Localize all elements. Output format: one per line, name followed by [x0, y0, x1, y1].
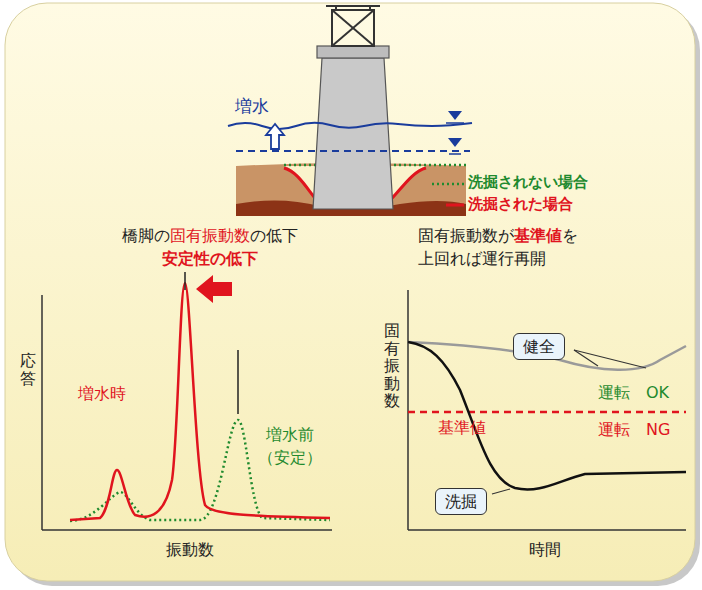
- chart-title: を: [562, 226, 578, 245]
- response-chart: [42, 272, 332, 530]
- callout-box: 健全: [513, 333, 565, 360]
- legend-sample-solid: [446, 204, 464, 207]
- water-rise-label: 増水: [235, 96, 269, 116]
- axis-label: 振動数: [166, 540, 214, 559]
- water-rise-label: 増水: [235, 96, 269, 116]
- callout-box: 洗掘: [435, 488, 487, 515]
- curve-label: 増水前: [266, 425, 314, 444]
- curve-label: （安定）: [258, 448, 322, 467]
- threshold-label: 基準値: [438, 418, 486, 437]
- chart-title: 安定性の低下: [162, 249, 258, 268]
- chart-title: 橋脚の固有振動数の低下: [122, 226, 298, 245]
- status-label: NG: [646, 420, 670, 439]
- status-label: 運転: [598, 383, 630, 402]
- chart-title: 基準値: [514, 226, 562, 245]
- bridge-pier: [313, 6, 393, 209]
- legend-text: 洗掘されない場合: [468, 173, 588, 191]
- chart-title: 安定性の低下: [162, 249, 258, 268]
- chart-title: 固有振動数: [170, 226, 250, 245]
- legend-sample-dotted: [432, 183, 464, 186]
- chart-title: 上回れば運行再開: [418, 249, 546, 268]
- threshold-label: 基準値: [438, 418, 486, 437]
- curve-label: （安定）: [258, 448, 322, 467]
- callout-text: 洗掘: [445, 492, 477, 511]
- legend-entry: 洗掘されない場合: [468, 173, 588, 191]
- status-label: 運転 NG: [598, 420, 670, 439]
- axis-label: 時間: [529, 540, 561, 559]
- legend-text: 洗掘された場合: [468, 195, 573, 213]
- chart-title: の低下: [250, 226, 298, 245]
- water-levels: [228, 111, 472, 154]
- axis-label: 時間: [529, 540, 561, 559]
- status-label: OK: [646, 383, 669, 402]
- curve-label: 増水時: [78, 384, 126, 403]
- axis-label: 応答: [20, 352, 36, 387]
- status-label: 運転: [598, 420, 630, 439]
- axis-label: 振動数: [166, 540, 214, 559]
- chart-title: 固有振動数が基準値を: [418, 226, 578, 245]
- chart-title: 固有振動数が: [418, 226, 514, 245]
- chart-title: 上回れば運行再開: [418, 249, 546, 268]
- status-label: 運転 OK: [598, 383, 669, 402]
- legend-entry: 洗掘された場合: [468, 195, 573, 213]
- frequency-time-chart: [408, 290, 686, 530]
- curve-label: 増水前: [266, 425, 314, 444]
- axis-label: 固有振動数: [384, 322, 400, 410]
- panel: [5, 3, 695, 581]
- chart-title: 橋脚の: [122, 226, 170, 245]
- curve-label: 増水時: [78, 384, 126, 403]
- callout-text: 健全: [523, 337, 555, 356]
